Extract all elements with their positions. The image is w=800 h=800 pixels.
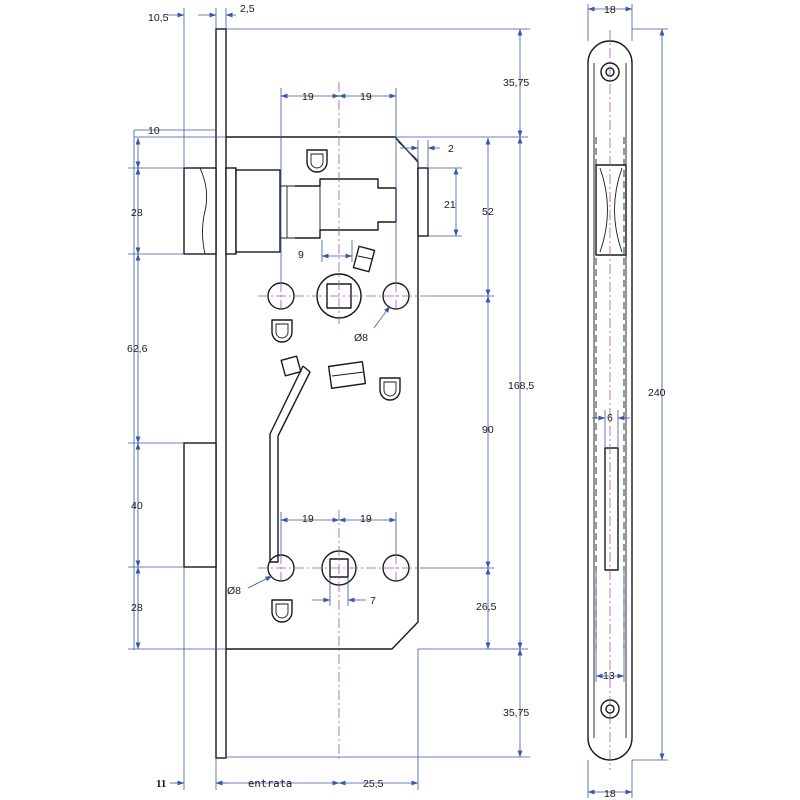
dim-label: 10,5 [148, 12, 169, 24]
dim-label: 9 [298, 249, 304, 261]
dim-label: 26,5 [476, 601, 497, 613]
dim-label: 62,6 [127, 343, 148, 355]
face-plate [215, 28, 227, 759]
dim-label: 6 [607, 412, 613, 424]
dim-label: 10 [148, 125, 160, 137]
dim-label: 2 [448, 143, 454, 155]
dim-label: 13 [603, 670, 615, 682]
dim-label: Ø8 [227, 585, 241, 597]
dim-label: Ø8 [354, 332, 368, 344]
dimension-labels: 10,5 2,5 10 35,75 19 19 2 28 52 21 9 Ø8 … [127, 3, 666, 800]
dim-label: 25,5 [363, 778, 384, 790]
dim-label: 28 [131, 207, 143, 219]
screw-hole-features [271, 149, 401, 623]
latch-housing [183, 167, 217, 255]
side-view-dimension-lines [587, 4, 668, 798]
latch-tongue [295, 178, 397, 239]
dim-label: 168,5 [508, 380, 534, 392]
dim-label: 240 [648, 387, 666, 399]
entrata-label: entrata [248, 778, 292, 790]
bottom-labels: 11 entrata 25,5 [156, 778, 384, 790]
dimension-lines [128, 8, 530, 790]
lock-body [226, 136, 419, 650]
bolt-housing [183, 442, 217, 568]
dim-label: 35,75 [503, 77, 529, 89]
dim-label: 19 [302, 513, 314, 525]
dim-label: 21 [444, 199, 456, 211]
lever-arm [269, 365, 311, 563]
faceplate-side-view [587, 30, 633, 770]
dim-label: 18 [604, 788, 616, 800]
dim-label: 19 [360, 513, 372, 525]
dim-label: 18 [604, 4, 616, 16]
lock-front-view [183, 28, 432, 760]
backset-label-11: 11 [156, 778, 166, 790]
dim-label: 19 [360, 91, 372, 103]
dim-label: 19 [302, 91, 314, 103]
dim-label: 40 [131, 500, 143, 512]
dim-label: 28 [131, 602, 143, 614]
dim-label: 35,75 [503, 707, 529, 719]
dim-label: 7 [370, 595, 376, 607]
dim-label: 2,5 [240, 3, 255, 15]
dim-label: 52 [482, 206, 494, 218]
dim-label: 90 [482, 424, 494, 436]
faceplate-outline [587, 40, 633, 761]
